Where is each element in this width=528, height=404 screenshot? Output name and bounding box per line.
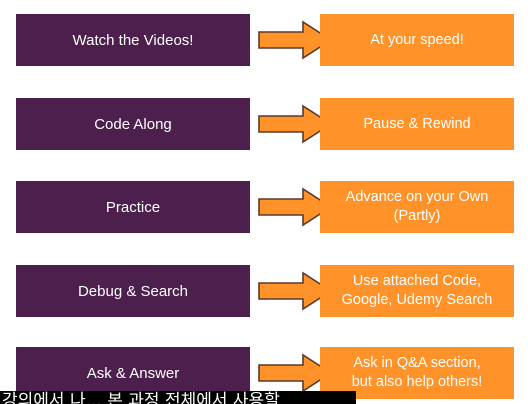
video-subtitle: 강의에서 나... 본 과정 전체에서 사용할 — [0, 391, 356, 404]
step-code-along-box: Code Along — [16, 98, 250, 150]
arrow-right-icon — [258, 20, 333, 60]
step-code-along-label: Code Along — [94, 115, 172, 133]
tip-at-your-speed-box: At your speed! — [320, 14, 514, 66]
arrow-right-icon — [258, 104, 333, 144]
tip-pause-rewind-label: Pause & Rewind — [363, 115, 471, 132]
tip-pause-rewind-box: Pause & Rewind — [320, 98, 514, 150]
tip-attached-code-box: Use attached Code, Google, Udemy Search — [320, 265, 514, 317]
arrow-right-icon — [258, 271, 333, 311]
step-debug-search-label: Debug & Search — [77, 282, 189, 300]
tip-attached-code-label: Use attached Code, Google, Udemy Search — [341, 273, 493, 308]
tip-advance-on-own-label: Advance on your Own (Partly) — [345, 189, 489, 224]
tip-advance-on-own-box: Advance on your Own (Partly) — [320, 181, 514, 233]
arrow-right-icon — [258, 353, 333, 393]
step-debug-search-box: Debug & Search — [16, 265, 250, 317]
arrow-right-icon — [258, 187, 333, 227]
tip-ask-qa-label: Ask in Q&A section, but also help others… — [351, 355, 483, 390]
step-practice-box: Practice — [16, 181, 250, 233]
step-practice-label: Practice — [105, 198, 161, 216]
step-watch-videos-box: Watch the Videos! — [16, 14, 250, 66]
video-subtitle-text: 강의에서 나... 본 과정 전체에서 사용할 — [2, 391, 280, 404]
step-watch-videos-label: Watch the Videos! — [72, 31, 194, 49]
tip-at-your-speed-label: At your speed! — [370, 31, 464, 48]
step-ask-answer-label: Ask & Answer — [86, 364, 180, 382]
tip-ask-qa-box: Ask in Q&A section, but also help others… — [320, 347, 514, 399]
step-ask-answer-box: Ask & Answer — [16, 347, 250, 399]
